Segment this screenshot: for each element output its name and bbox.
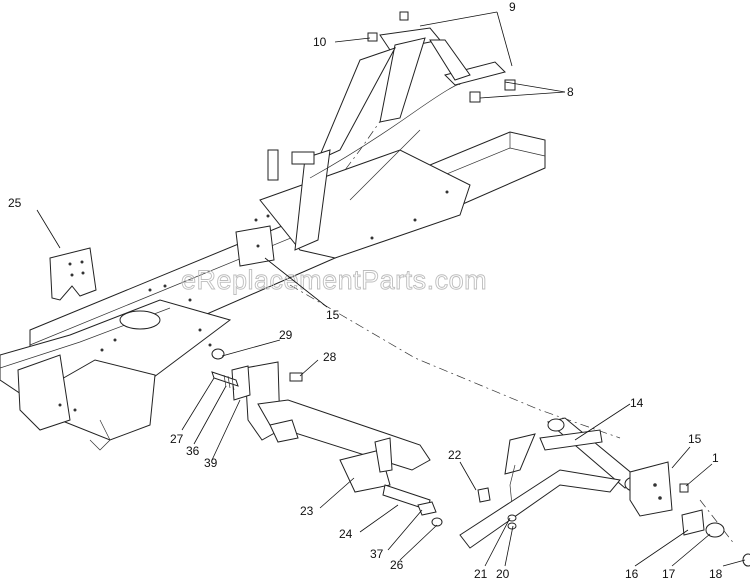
left-mount-assembly xyxy=(211,348,443,527)
callout-17: 17 xyxy=(662,567,676,581)
chassis-frame xyxy=(0,131,546,451)
callout-27: 27 xyxy=(170,432,184,446)
callout-15-lower: 15 xyxy=(688,432,702,446)
bracket-15-upper xyxy=(235,225,275,267)
leader-lines xyxy=(36,11,746,567)
callout-labels: 9 10 8 25 15 29 28 27 36 39 23 24 37 26 … xyxy=(8,0,723,581)
watermark-text: eReplacementParts.com xyxy=(181,265,487,295)
callout-15-upper: 15 xyxy=(326,308,340,322)
bolt-9-upper xyxy=(399,11,409,21)
callout-39: 39 xyxy=(204,456,218,470)
bolt-10-upper xyxy=(367,32,378,42)
callout-36: 36 xyxy=(186,444,200,458)
callout-8: 8 xyxy=(567,85,574,99)
callout-20: 20 xyxy=(496,567,510,581)
callout-10: 10 xyxy=(313,35,327,49)
upper-linkage xyxy=(267,11,516,251)
callout-24: 24 xyxy=(339,527,353,541)
callout-21: 21 xyxy=(474,567,488,581)
callout-22: 22 xyxy=(448,448,462,462)
callout-1: 1 xyxy=(712,451,719,465)
right-assembly xyxy=(459,417,750,567)
callout-14: 14 xyxy=(630,396,644,410)
callout-23: 23 xyxy=(300,504,314,518)
callout-16: 16 xyxy=(625,567,639,581)
callout-18: 18 xyxy=(709,567,723,581)
bracket-25 xyxy=(49,247,97,301)
callout-28: 28 xyxy=(323,350,337,364)
callout-26: 26 xyxy=(390,558,404,572)
frame-holes xyxy=(58,190,449,412)
callout-25: 25 xyxy=(8,196,22,210)
callout-29: 29 xyxy=(279,328,293,342)
callout-9: 9 xyxy=(509,0,516,14)
callout-37: 37 xyxy=(370,547,384,561)
